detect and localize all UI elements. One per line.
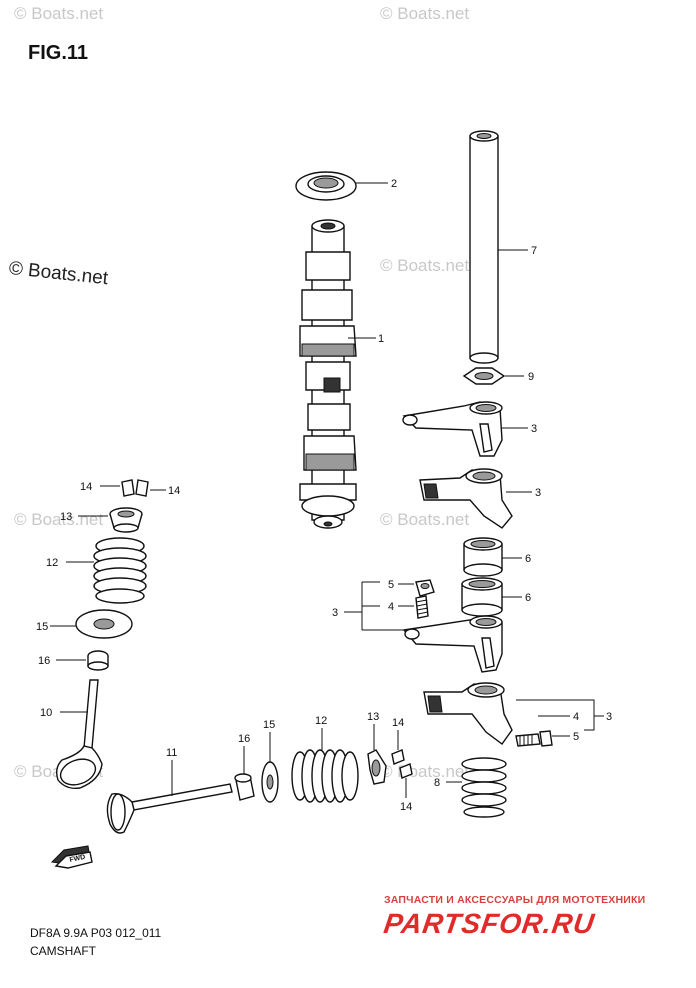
rocker-arm-part[interactable] [402, 401, 503, 457]
callout-5: 5 [573, 731, 579, 743]
intake-valve-part[interactable] [55, 679, 103, 790]
callout-10: 10 [40, 707, 52, 719]
valve-stem-seal-part[interactable] [234, 773, 255, 801]
spring-retainer-part[interactable] [367, 749, 387, 785]
callout-9: 9 [528, 371, 534, 383]
callout-15: 15 [36, 621, 48, 633]
supplier-logo[interactable]: PARTSFOR.RU [381, 908, 597, 939]
rocker-arm-part[interactable] [402, 615, 503, 673]
callout-16: 16 [238, 733, 250, 745]
watermark: © Boats.net [14, 4, 104, 23]
figure-title: FIG.11 [28, 42, 89, 64]
callout-14: 14 [80, 481, 92, 493]
callout-2: 2 [391, 178, 397, 190]
lock-nut-part[interactable] [415, 579, 435, 597]
watermark: © Boats.net [380, 4, 470, 23]
callout-7: 7 [531, 245, 537, 257]
callout-12: 12 [315, 715, 327, 727]
callout-1: 1 [378, 333, 384, 345]
callout-8: 8 [434, 777, 440, 789]
callout-14: 14 [392, 717, 404, 729]
callout-4: 4 [573, 711, 579, 723]
valve-cotter-part[interactable] [121, 479, 149, 497]
callout-13: 13 [367, 711, 379, 723]
rocker-shaft-part[interactable] [469, 130, 499, 364]
fwd-label: FWD [69, 854, 86, 864]
wave-washer-part[interactable] [462, 367, 506, 385]
callout-13: 13 [60, 511, 72, 523]
callout-6: 6 [525, 592, 531, 604]
callout-3: 3 [606, 711, 612, 723]
callout-3: 3 [535, 487, 541, 499]
spring-seat-washer-part[interactable] [261, 761, 279, 803]
rocker-arm-part[interactable] [419, 468, 513, 529]
spring-part[interactable] [461, 757, 507, 818]
watermark: © Boats.net [14, 510, 104, 529]
watermark: © Boats.net [380, 256, 470, 275]
rocker-arm-part[interactable] [423, 682, 513, 745]
callout-16: 16 [38, 655, 50, 667]
diagram-code: DF8A 9.9A P03 012_011 [30, 926, 162, 940]
diagram-caption: CAMSHAFT [30, 944, 96, 958]
callout-3: 3 [531, 423, 537, 435]
valve-spring-part[interactable] [93, 537, 147, 604]
valve-spring-part[interactable] [291, 749, 359, 803]
oil-seal-part[interactable] [295, 171, 357, 201]
valve-cotter-part[interactable] [391, 749, 413, 779]
spring-seat-washer-part[interactable] [75, 609, 133, 639]
callout-5: 5 [388, 579, 394, 591]
adjusting-screw-part[interactable] [415, 595, 429, 619]
camshaft-part[interactable] [299, 219, 357, 529]
bushing-part[interactable] [461, 577, 503, 617]
exhaust-valve-part[interactable] [106, 783, 233, 834]
callout-11: 11 [166, 747, 177, 759]
callout-14: 14 [168, 485, 180, 497]
watermark: © Boats.net [380, 510, 470, 529]
spring-retainer-part[interactable] [109, 507, 143, 533]
forward-arrow-icon: FWD [50, 845, 93, 869]
callout-6: 6 [525, 553, 531, 565]
callout-14: 14 [400, 801, 412, 813]
callout-15: 15 [263, 719, 275, 731]
lock-nut-part[interactable] [539, 730, 553, 747]
bushing-part[interactable] [463, 537, 503, 577]
adjusting-screw-part[interactable] [515, 733, 541, 747]
callout-12: 12 [46, 557, 58, 569]
callout-3: 3 [332, 607, 338, 619]
supplier-tagline: ЗАПЧАСТИ И АКСЕССУАРЫ ДЛЯ МОТОТЕХНИКИ [384, 894, 646, 906]
callout-4: 4 [388, 601, 394, 613]
valve-stem-seal-part[interactable] [87, 650, 109, 671]
